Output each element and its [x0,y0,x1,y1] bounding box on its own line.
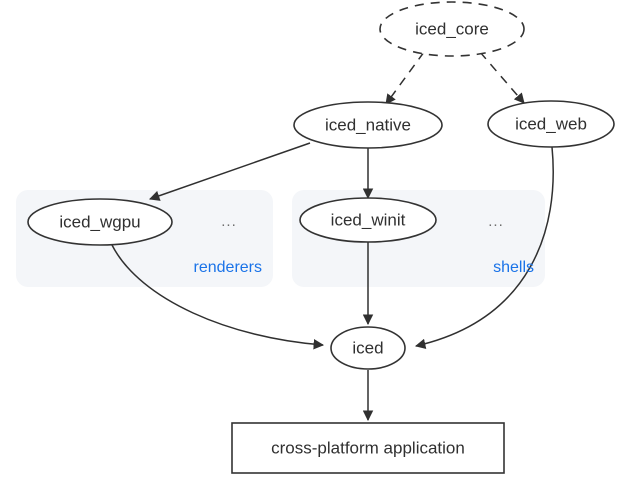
node-application-shape [231,422,505,474]
node-iced-winit-shape [299,197,437,243]
cluster-renderers-label: renderers [194,259,262,276]
node-iced-core-shape [379,1,525,57]
node-cross-platform-application[interactable]: cross-platform application [231,422,505,474]
node-iced-native-shape [293,101,443,149]
node-iced[interactable]: iced [330,326,406,370]
node-iced-native-label: iced_native [325,115,411,134]
cluster-renderers-ellipsis: ... [221,213,237,230]
node-iced-winit[interactable]: iced_winit [299,197,437,243]
node-iced-native[interactable]: iced_native [293,101,443,149]
node-iced-winit-label: iced_winit [331,210,406,229]
cluster-shells-ellipsis: ... [488,213,504,230]
node-iced-wgpu-label: iced_wgpu [59,212,140,231]
edge-iced-wgpu-to-iced [111,244,325,350]
node-iced-core[interactable]: iced_core [379,1,525,57]
edge-iced-core-to-iced-web [479,51,525,104]
node-iced-web-shape [487,100,615,148]
node-iced-wgpu[interactable]: iced_wgpu [27,198,173,246]
node-iced-shape [330,326,406,370]
node-iced-web[interactable]: iced_web [487,100,615,148]
node-iced-web-label: iced_web [515,114,587,133]
node-iced-label: iced [352,338,383,357]
node-iced-core-label: iced_core [415,19,489,38]
edge-iced-web-to-iced [414,146,554,350]
node-application-label: cross-platform application [271,438,465,457]
cluster-shells-label: shells [493,259,534,276]
node-iced-wgpu-shape [27,198,173,246]
edge-iced-core-to-iced-native [385,51,425,105]
edge-iced-native-to-iced-wgpu [149,142,311,201]
